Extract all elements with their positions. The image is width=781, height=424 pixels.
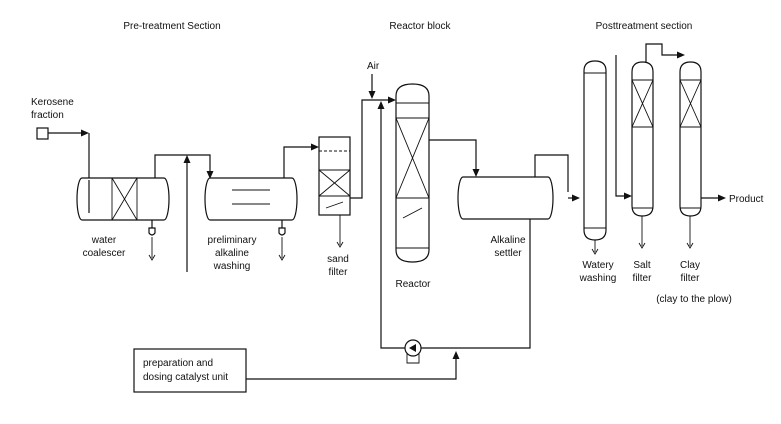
- alkali-supply-line: [183, 155, 191, 272]
- alkaline-settler-label-line2: settler: [494, 248, 522, 259]
- sand-filter-vessel: [318, 136, 351, 216]
- clay-filter-drain: [686, 216, 694, 249]
- settler-to-watery-washing-line: [534, 154, 580, 202]
- kerosene-label-line2: fraction: [31, 110, 64, 121]
- pretreatment-section-title: Pre-treatment Section: [123, 21, 220, 32]
- catalyst-unit-box: [133, 348, 247, 393]
- catalyst-unit-label-line2: dosing catalyst unit: [143, 372, 228, 383]
- reactor-label: Reactor: [395, 279, 431, 290]
- clay-filter-note: (clay to the plow): [656, 294, 732, 305]
- sand-filter-label-line2: filter: [329, 267, 349, 278]
- product-label: Product: [729, 194, 764, 205]
- salt-filter-label-line2: filter: [633, 273, 653, 284]
- clay-filter-label-line1: Clay: [680, 260, 700, 271]
- product-outlet-line: [701, 194, 726, 202]
- clay-filter-label-line2: filter: [681, 273, 701, 284]
- catalyst-unit-label-line1: preparation and: [143, 358, 213, 369]
- recycle-pump-icon: [404, 339, 422, 364]
- water-coalescer-drain: [148, 220, 156, 261]
- watery-washing-to-salt-filter-line: [615, 55, 632, 200]
- preliminary-washing-drain: [278, 220, 286, 261]
- air-label: Air: [367, 61, 380, 72]
- catalyst-dosing-line: [246, 351, 460, 380]
- kerosene-label-line1: Kerosene: [31, 97, 74, 108]
- prelim-washing-label-line3: washing: [213, 261, 251, 272]
- sand-filter-drain: [336, 215, 344, 248]
- watery-washing-label-line1: Watery: [582, 260, 613, 271]
- alkali-recycle-line: [377, 101, 531, 349]
- salt-filter-drain: [638, 216, 646, 249]
- salt-filter-label-line1: Salt: [633, 260, 650, 271]
- clay-filter-column: [679, 61, 702, 217]
- water-coalescer-label-line1: water: [91, 235, 117, 246]
- prelim-washing-label-line2: alkaline: [215, 248, 249, 259]
- reactor-to-settler-line: [429, 139, 480, 177]
- kerosene-feed-box: [36, 127, 49, 140]
- sand-filter-to-reactor-line: [350, 96, 396, 199]
- watery-washing-label-line2: washing: [579, 273, 617, 284]
- air-inlet-line: [368, 74, 376, 99]
- sand-filter-label-line1: sand: [327, 254, 349, 265]
- alkaline-settler-vessel: [457, 176, 554, 220]
- preliminary-washing-vessel: [204, 177, 298, 221]
- washing-to-sand-filter-line: [283, 143, 319, 178]
- salt-filter-column: [631, 61, 654, 217]
- reactor-vessel: [395, 83, 430, 263]
- water-coalescer-label-line2: coalescer: [83, 248, 126, 259]
- posttreatment-section-title: Posttreatment section: [596, 21, 693, 32]
- watery-washing-drain: [591, 240, 599, 255]
- coalescer-to-washing-line: [154, 154, 214, 179]
- prelim-washing-label-line1: preliminary: [208, 235, 257, 246]
- watery-washing-column: [583, 60, 607, 241]
- alkaline-settler-label-line1: Alkaline: [490, 235, 525, 246]
- salt-to-clay-filter-line: [645, 43, 685, 62]
- reactor-block-title: Reactor block: [389, 21, 451, 32]
- water-coalescer-vessel: [76, 177, 170, 221]
